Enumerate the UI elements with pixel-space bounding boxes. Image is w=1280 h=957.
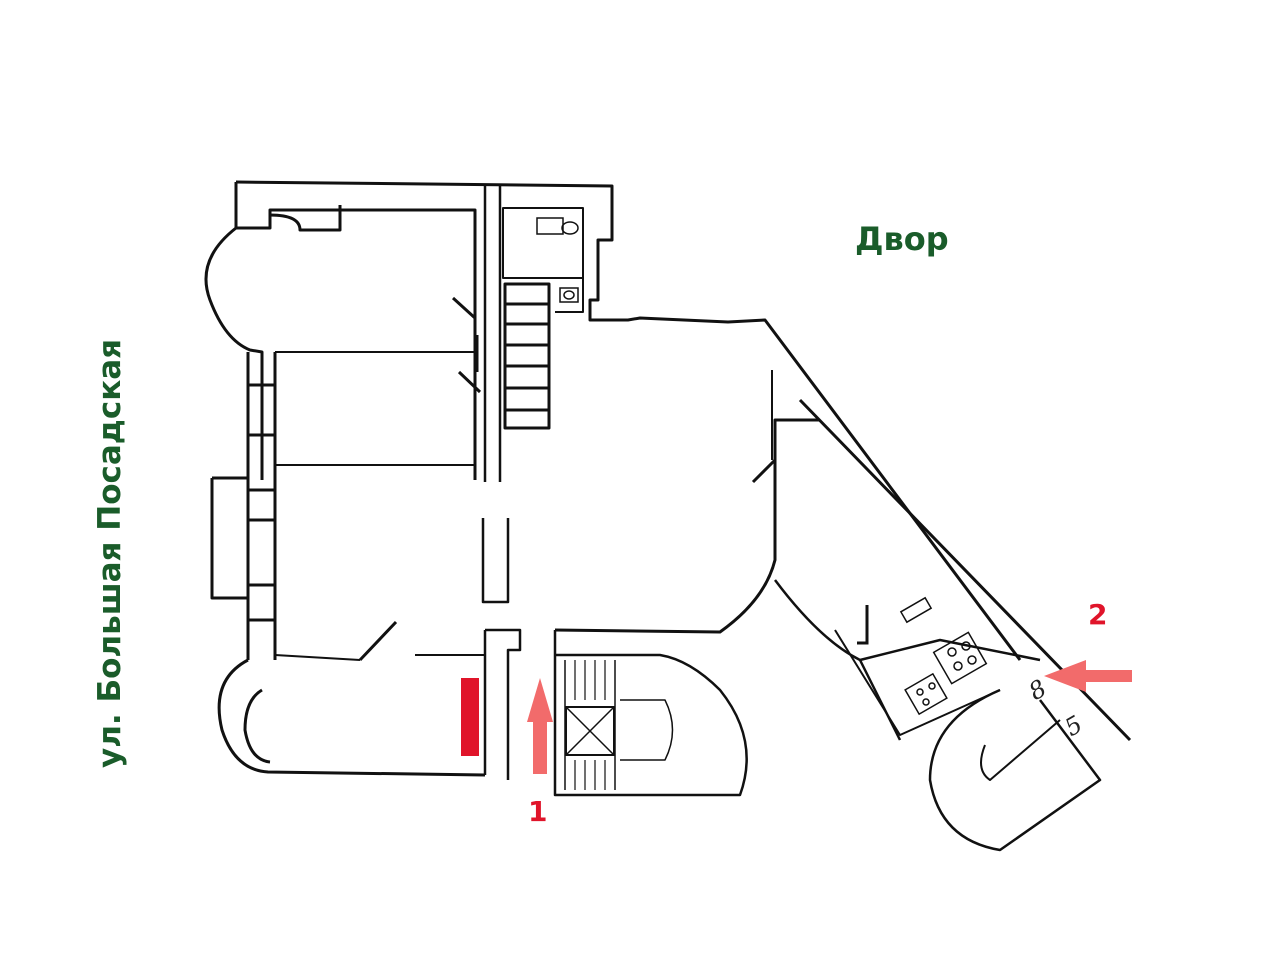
rear-stair [928, 688, 1102, 852]
yard-label: Двор [855, 220, 949, 258]
curved-wall [554, 418, 820, 634]
entrance-marker [461, 678, 479, 756]
outer-wall [235, 180, 1022, 661]
left-wall [246, 352, 277, 660]
entrance-1-label: 1 [528, 795, 548, 828]
street-label: ул. Большая Посадская [92, 338, 128, 768]
left-bay-bottom [217, 658, 486, 777]
outer-wall-inner [234, 182, 477, 480]
left-arrow-icon [1044, 660, 1132, 692]
up-arrow-icon [527, 678, 553, 774]
toilet-icon [536, 217, 579, 303]
sink-icon [899, 596, 933, 624]
entrance-2-label: 2 [1088, 598, 1108, 631]
main-stair [553, 630, 748, 797]
left-bay-top [204, 226, 264, 480]
stove-icon [899, 596, 988, 716]
